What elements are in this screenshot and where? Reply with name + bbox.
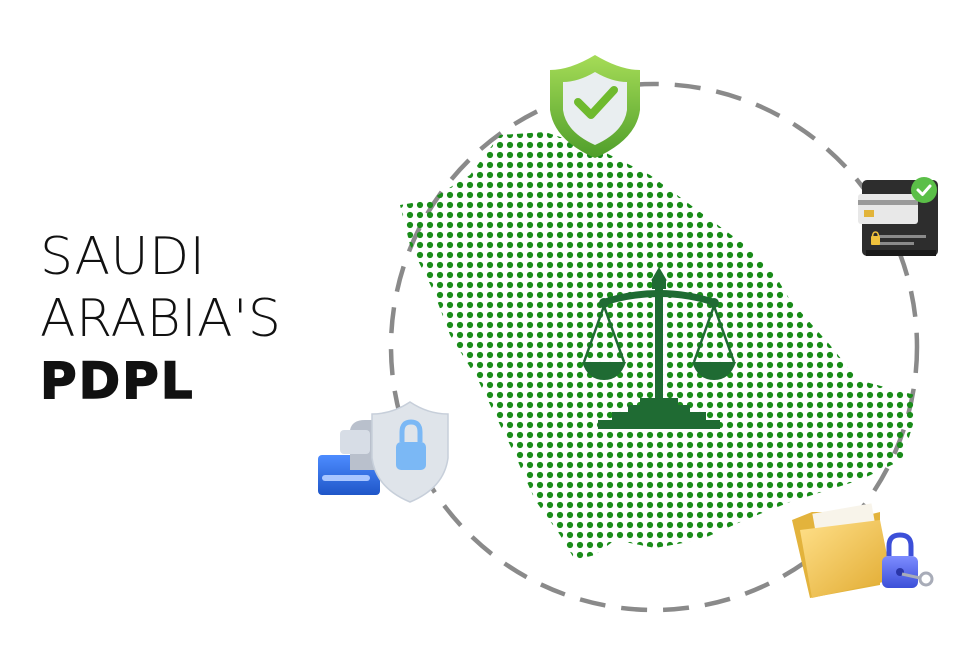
shield-check-icon	[550, 55, 640, 158]
headline-line-3: PDPL	[39, 351, 195, 410]
scales-of-justice-icon	[582, 267, 736, 429]
secure-card-terminal-icon	[858, 177, 938, 256]
headline: SAUDI ARABIA'S PDPL	[39, 226, 282, 412]
locked-folder-icon	[792, 503, 934, 598]
headline-line-2: ARABIA'S	[40, 289, 282, 349]
dashed-ring	[388, 81, 920, 613]
server-shield-lock-icon	[318, 401, 449, 503]
headline-line-1: SAUDI	[40, 227, 206, 287]
